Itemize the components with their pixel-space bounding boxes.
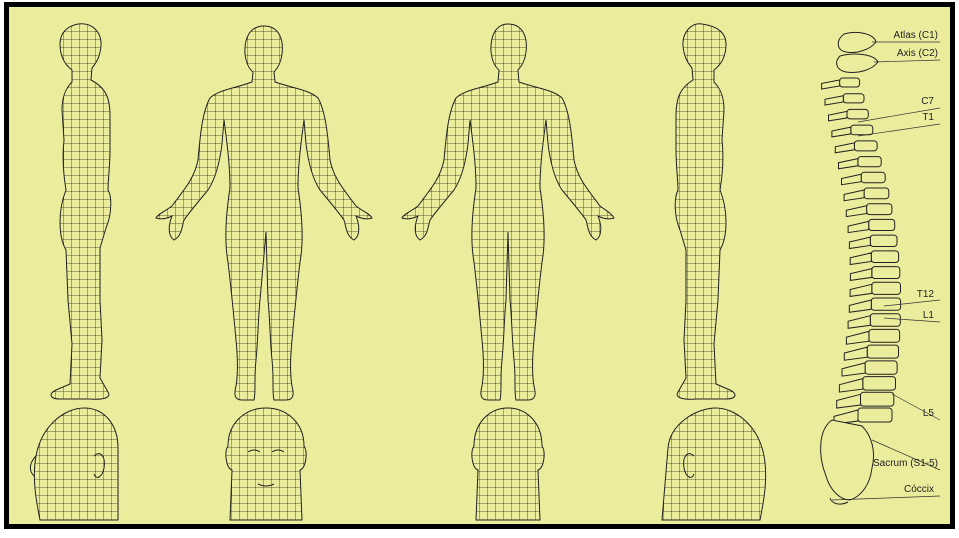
image-frame [4,2,955,529]
